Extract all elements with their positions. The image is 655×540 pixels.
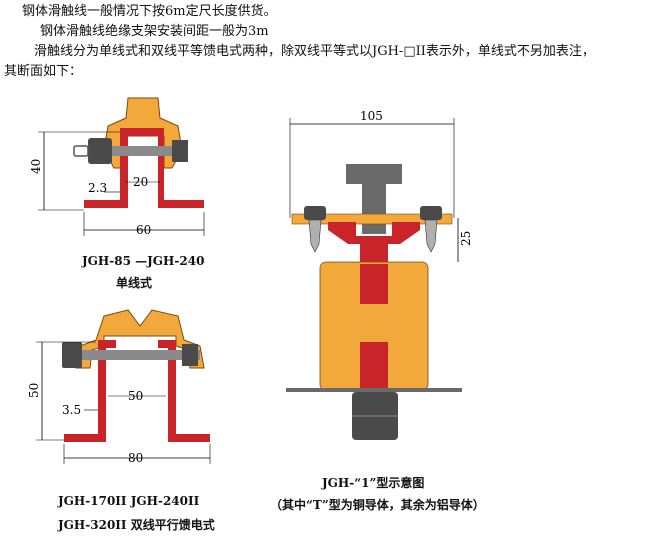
double-bolt-head (62, 342, 82, 368)
t-cross-bar (291, 213, 453, 225)
single-dim-inner: 20 (133, 175, 148, 189)
single-dim-thickness: 2.3 (88, 181, 107, 195)
single-bolt-tail (73, 145, 89, 157)
single-bolt-head (88, 138, 112, 164)
double-conductor (64, 340, 116, 442)
double-dim-inner: 50 (128, 389, 143, 403)
double-line-section-diagram: 50 50 3.5 80 (27, 309, 211, 465)
intro-line-3: 滑触线分为单线式和双线平等馈电式两种，除双线平等式以JGH-□II表示外，单线式… (34, 44, 595, 59)
intro-line-2: 钢体滑触线绝缘支架安装间距一般为3m (40, 24, 269, 39)
double-bolt-shank (62, 350, 200, 360)
single-dim-width: 60 (136, 223, 151, 237)
single-dim-height: 40 (29, 159, 43, 174)
double-models-line-2: JGH-320II 双线平行馈电式 (58, 518, 215, 532)
intro-line-1: 钢体滑触线一般情况下按6m定尺长度供货。 (22, 4, 277, 19)
t-dim-offset: 25 (459, 231, 470, 246)
single-bolt-shank (76, 146, 188, 156)
t-inner-slot-bottom (360, 342, 388, 390)
t-type-caption: JGH-“1”型示意图 (322, 476, 425, 490)
t-conductor-head (346, 164, 402, 184)
double-conductor-right (158, 340, 210, 442)
t-dim-width: 105 (360, 110, 383, 123)
intro-line-4: 其断面如下： (4, 64, 83, 79)
t-right-bolt-tip (424, 219, 438, 253)
t-base-plate (286, 388, 462, 392)
single-conductor (84, 128, 204, 208)
t-clamp (328, 222, 420, 244)
double-bolt-nut (182, 344, 198, 366)
t-left-bolt-nut (304, 206, 326, 220)
t-conductor-stem (362, 184, 386, 234)
single-model-label: JGH-85 —JGH-240 (82, 254, 205, 268)
single-type-label: 单线式 (116, 276, 153, 290)
t-type-schematic-diagram: 105 25 (286, 110, 470, 440)
single-bolt-nut (172, 140, 188, 162)
double-models-line-1: JGH-170II JGH-240II (58, 494, 200, 508)
t-inner-slot-top (360, 264, 388, 304)
t-type-note: （其中“T”型为铜导体，其余为铝导体） (270, 498, 485, 512)
double-dim-height: 50 (27, 383, 41, 398)
double-dim-width: 80 (128, 451, 143, 465)
t-right-bolt-nut (420, 206, 442, 220)
double-dim-thickness: 3.5 (62, 403, 81, 417)
t-left-bolt-tip (308, 219, 322, 253)
single-line-section-diagram: 40 20 2.3 60 (29, 97, 205, 237)
